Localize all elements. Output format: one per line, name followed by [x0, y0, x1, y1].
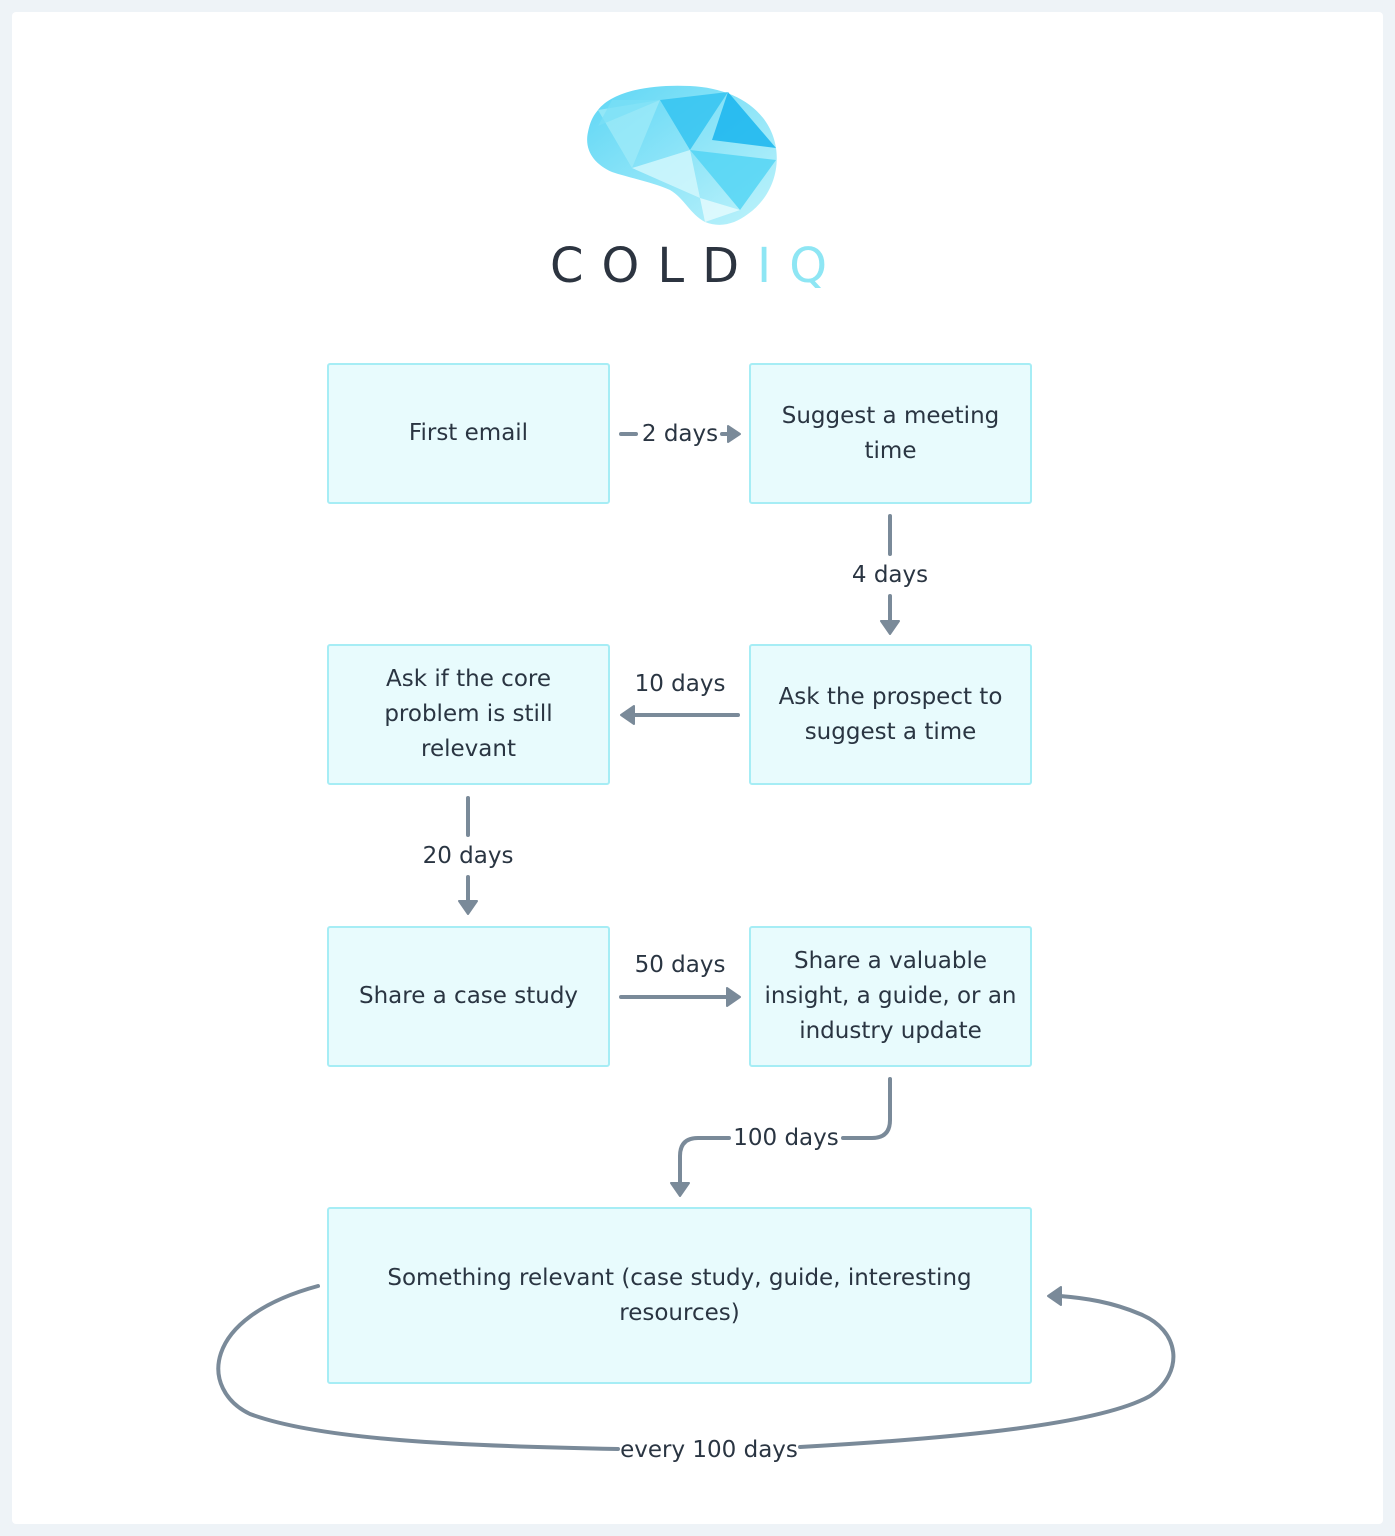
interval-label-every-100-days: every 100 days: [620, 1437, 798, 1463]
step-first-email-label: First email: [408, 420, 529, 446]
loop-arrow-right: [798, 1294, 1176, 1449]
arrowhead-20-days: [458, 900, 478, 915]
arrowhead-loop: [1047, 1286, 1062, 1306]
logo-wordmark: COLDIQ: [0, 238, 1395, 294]
interval-label-100-days: 100 days: [733, 1125, 839, 1151]
step-ask-core-problem-label: Ask if the core problem is still relevan…: [384, 666, 553, 762]
arrowhead-4-days: [880, 620, 900, 635]
step-suggest-meeting: Suggest a meeting time: [749, 363, 1032, 504]
step-something-relevant: Something relevant (case study, guide, i…: [327, 1207, 1032, 1384]
step-share-case-study-label: Share a case study: [358, 983, 579, 1009]
arrowhead-2-days: [727, 425, 741, 443]
step-ask-prospect: Ask the prospect to suggest a time: [749, 644, 1032, 785]
interval-label-10-days: 10 days: [634, 671, 726, 697]
step-share-insight-label: Share a valuable insight, a guide, or an…: [764, 948, 1017, 1044]
interval-label-2-days: 2 days: [641, 421, 719, 447]
step-share-case-study: Share a case study: [327, 926, 610, 1067]
arrow-100-days-start: [841, 1077, 892, 1140]
arrow-100-days-end: [678, 1136, 731, 1190]
arrowhead-10-days: [620, 705, 635, 725]
logo-text-dark: COLD: [550, 238, 758, 294]
interval-label-50-days: 50 days: [634, 952, 726, 978]
step-suggest-meeting-label: Suggest a meeting time: [781, 402, 1000, 464]
interval-label-4-days: 4 days: [851, 562, 929, 588]
loop-arrow-left: [216, 1284, 620, 1451]
step-something-relevant-label: Something relevant (case study, guide, i…: [387, 1264, 972, 1326]
logo-text-light: IQ: [757, 238, 845, 294]
arrowhead-100-days: [670, 1182, 690, 1197]
interval-label-20-days: 20 days: [422, 843, 514, 869]
step-ask-core-problem: Ask if the core problem is still relevan…: [327, 644, 610, 785]
step-ask-prospect-label: Ask the prospect to suggest a time: [778, 683, 1003, 745]
step-share-insight: Share a valuable insight, a guide, or an…: [749, 926, 1032, 1067]
step-first-email: First email: [327, 363, 610, 504]
arrowhead-50-days: [726, 987, 741, 1007]
